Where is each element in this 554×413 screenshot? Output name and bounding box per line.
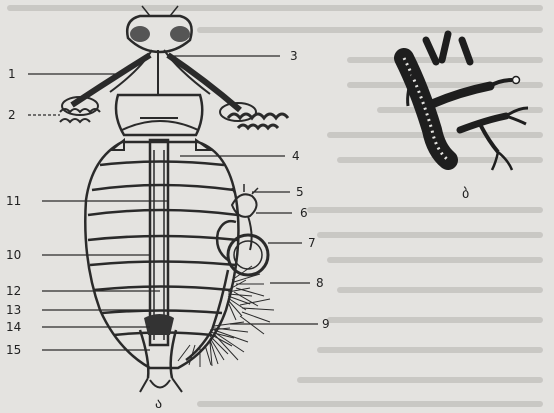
label-13: 13 [6,304,21,316]
label-3: 3 [290,50,298,62]
label-14: 14 [6,321,21,333]
label-12: 12 [6,285,21,297]
label-10: 10 [6,249,21,261]
panel-label-b: ბ [462,188,469,200]
panel-label-a: ა [155,398,162,410]
label-9: 9 [322,318,330,330]
label-8: 8 [316,277,324,289]
label-7: 7 [308,237,316,249]
label-5: 5 [296,186,304,198]
label-15: 15 [6,344,21,356]
label-6: 6 [300,207,308,219]
label-2: 2 [8,109,16,121]
label-11: 11 [6,195,21,207]
label-1: 1 [8,68,16,80]
label-4: 4 [292,150,300,162]
